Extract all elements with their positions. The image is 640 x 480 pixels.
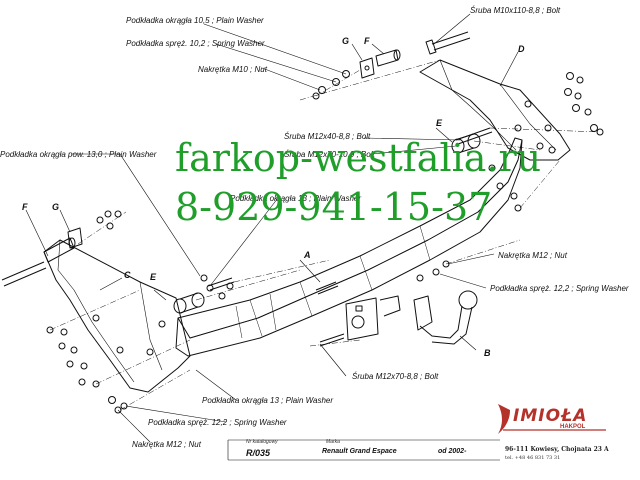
company-name: IMIOŁA [513,406,588,426]
fastener-stack-right [548,72,604,154]
part-tag-f-top: F [364,36,370,46]
company-sub: HAKPOL [560,424,586,430]
label-plain-washer-13-0-pow: Podkładka okrągła pow. 13,0 ; Plain Wash… [0,150,157,159]
bolt-m12x40 [455,127,493,145]
label-bolt-m12x70-8-8: Śruba M12x70-8,8 ; Bolt [352,372,439,381]
bolt-left-long [1,261,47,287]
part-tag-g-top: G [342,36,350,46]
label-bolt-m10x110: Śruba M10x110-8,8 ; Bolt [470,6,561,15]
part-tag-b: B [484,348,491,358]
brand-caption: Marka [326,439,340,445]
sleeve-f-left [43,237,76,263]
part-tag-f-left: F [22,202,28,212]
label-plain-washer-13-bottom: Podkładka okrągła 13 ; Plain Washer [202,396,334,405]
fastener-stack-left-top [96,210,122,230]
plate-g-top [359,57,375,79]
leader-lines [25,13,519,443]
fastener-stack-center-left [200,274,234,300]
bracket-d [419,59,571,161]
part-tag-e-right: E [436,118,443,128]
bolt-m10x110-right [425,31,471,55]
part-tag-c: C [124,270,131,280]
watermark-site: farkop-westfalia.ru [175,136,542,180]
watermark-phone: 8-929-941-15-37 [175,185,493,229]
sleeve-f-top [375,49,401,67]
spacer-e-left [173,292,205,314]
label-nut-m10: Nakrętka M10 ; Nut [198,65,267,74]
label-nut-m12-bottom: Nakrętka M12 ; Nut [132,440,201,449]
title-block [227,439,500,461]
bracket-c [43,239,191,393]
bolt-m12x70-bottom [319,333,345,347]
catalog-number: R/035 [246,448,271,458]
label-spring-washer-10-2: Podkładka spręż. 10,2 ; Spring Washer [126,39,265,48]
label-bolt-m12x70-10-9: Śruba M12x70-10,9 ; Bolt [284,150,375,159]
part-tag-g-left: G [52,202,60,212]
label-plain-washer-13-mid: Podkładka okrągła 13 ; Plain Washer [230,194,362,203]
label-nut-m12-right: Nakrętka M12 ; Nut [498,251,567,260]
fastener-stack-mid [488,164,522,212]
company-address: 96-111 Kowiesy, Chojnata 23 A [505,446,609,453]
label-spring-washer-12-2-right: Podkładka spręż. 12,2 ; Spring Washer [490,284,629,293]
vehicle-model: Renault Grand Espace [322,448,397,455]
company-logo-mark [498,404,606,434]
tow-ball-b [413,290,478,345]
model-year: od 2002- [438,448,467,455]
part-tag-d: D [518,44,525,54]
alignment-lines [49,59,601,411]
socket-plate [345,295,401,341]
company-phone: tel. +48 46 831 73 31 [505,455,561,461]
catalog-number-caption: Nr katalogowy [246,439,278,445]
fastener-stack-left-bottom [46,326,128,414]
label-spring-washer-12-2-bottom: Podkładka spręż. 12,2 ; Spring Washer [148,418,287,427]
label-bolt-m12x40: Śruba M12x40-8,8 ; Bolt [284,132,371,141]
bolt-center [315,281,339,295]
part-tag-a: A [304,250,311,260]
label-plain-washer-10-5: Podkładka okrągła 10,5 ; Plain Washer [126,16,264,25]
part-tag-e-left: E [150,272,157,282]
